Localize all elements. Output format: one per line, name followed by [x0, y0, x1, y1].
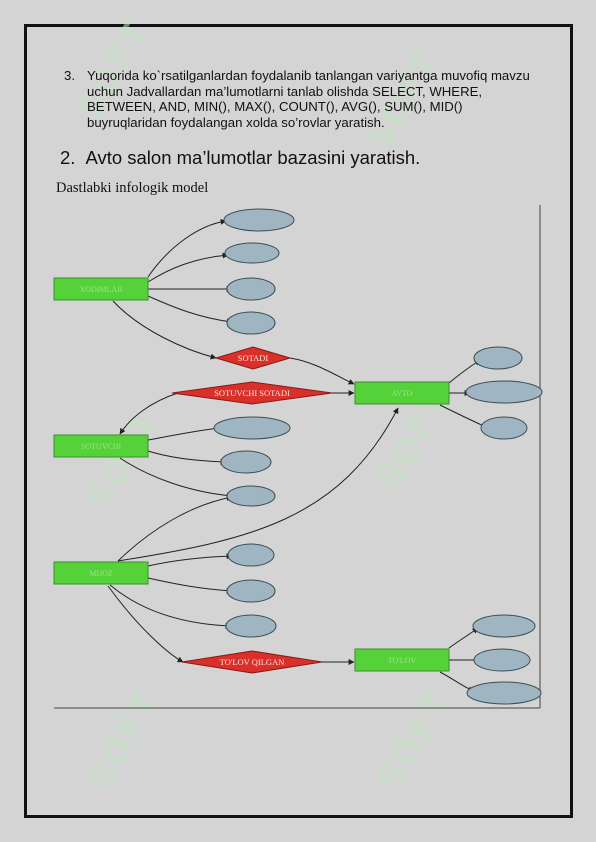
- attribute-a6: [220, 450, 272, 474]
- edge-e4-a13: [439, 404, 489, 429]
- relationship-r2: [171, 381, 333, 405]
- entities: XODIMLAR SOTUVCHI MIJOZ AVTO TO'LOV: [53, 277, 450, 672]
- edge-e3-r3: [107, 585, 184, 663]
- relationship-label: SOTUVCHI SOTADI: [214, 388, 290, 398]
- edge-e2-a5: [147, 425, 221, 441]
- attribute-a1: [223, 208, 295, 232]
- edge-e3-a7: [117, 495, 233, 562]
- attribute-a3: [226, 277, 276, 301]
- entity-label: AVTO: [391, 389, 412, 398]
- entity-e1: [53, 277, 149, 301]
- task-item: 3. Yuqorida ko`rsatilganlardan foydalani…: [64, 68, 534, 130]
- attribute-a8: [227, 543, 275, 567]
- task-number: 3.: [64, 68, 75, 83]
- edge-e3-a8: [147, 553, 233, 567]
- edge-e4-a11: [448, 359, 481, 384]
- diagram-caption: Dastlabki infologik model: [56, 180, 209, 196]
- edge-e3-a9: [147, 577, 233, 594]
- edge-e2-a6: [147, 450, 227, 465]
- relationship-r1: [214, 346, 292, 370]
- edges: [107, 218, 489, 693]
- attribute-a15: [473, 648, 531, 672]
- attribute-a10: [225, 614, 277, 638]
- attribute-a9: [226, 579, 276, 603]
- edge-r2-e2: [119, 392, 179, 435]
- edge-e1-r1: [112, 300, 217, 360]
- relationship-r3: [181, 650, 323, 674]
- entity-e3: [53, 561, 149, 585]
- attribute-a7: [226, 485, 276, 507]
- attribute-a2: [224, 242, 280, 264]
- section-heading: 2. Avto salon ma’lumotlar bazasini yarati…: [60, 147, 420, 169]
- entity-e5: [354, 648, 450, 672]
- section-title: Avto salon ma’lumotlar bazasini yaratish…: [85, 147, 421, 168]
- attribute-a13: [480, 416, 528, 440]
- entity-label: SOTUVCHI: [81, 442, 122, 451]
- task-text: Yuqorida ko`rsatilganlardan foydalanib t…: [87, 68, 530, 130]
- edge-e3-e4: [117, 407, 399, 562]
- edge-e5-a16: [439, 671, 475, 693]
- attribute-a16: [466, 681, 542, 705]
- entity-label: MIJOZ: [89, 569, 113, 578]
- edge-e1-a4: [147, 295, 233, 325]
- entity-e2: [53, 434, 149, 458]
- attribute-a14: [472, 614, 536, 638]
- attribute-a12: [465, 380, 543, 404]
- attribute-a4: [226, 311, 276, 335]
- attribute-a5: [213, 416, 291, 440]
- edge-e1-a1: [147, 218, 227, 278]
- edge-r1-e4: [289, 357, 355, 385]
- edge-e3-a10: [109, 584, 232, 629]
- entity-e4: [354, 381, 450, 405]
- entity-label: XODIMLAR: [79, 285, 123, 294]
- relationship-label: TO'LOV QILGAN: [220, 657, 285, 667]
- section-number: 2.: [60, 147, 76, 168]
- edge-e5-a14: [448, 627, 479, 649]
- entity-label: TO'LOV: [388, 656, 417, 665]
- attribute-a11: [473, 346, 523, 370]
- relationship-label: SOTADI: [238, 353, 269, 363]
- edge-e1-a2: [147, 252, 229, 283]
- attributes: [213, 208, 543, 705]
- relationships: SOTADI SOTUVCHI SOTADI TO'LOV QILGAN: [171, 346, 333, 674]
- edge-e2-a7: [119, 457, 233, 499]
